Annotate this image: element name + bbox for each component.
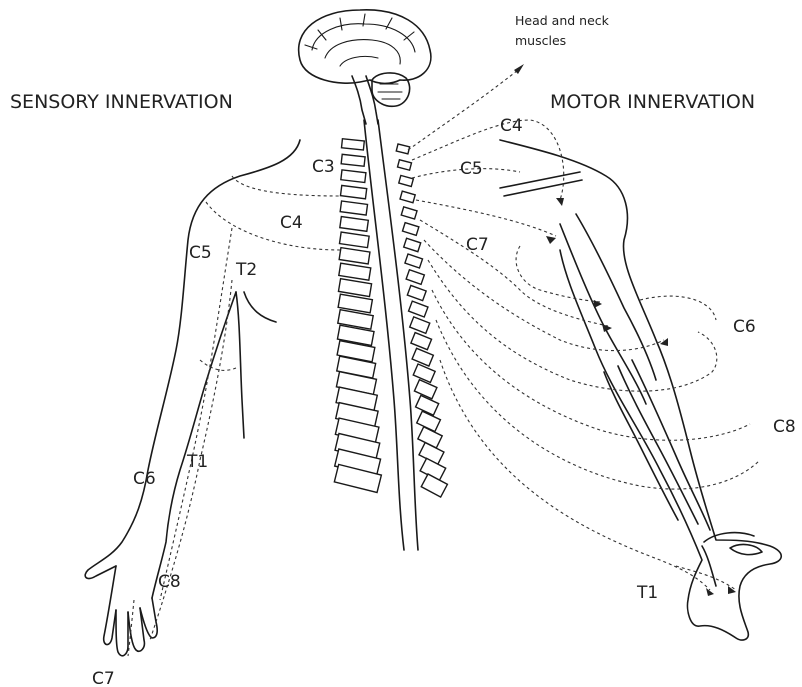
spinous-process <box>405 254 423 268</box>
motor-arrowheads <box>514 64 736 596</box>
sensory-c4-label: C4 <box>280 213 303 233</box>
spinal-column <box>334 120 447 550</box>
spinous-process <box>409 301 428 317</box>
vertebral-body <box>341 139 364 150</box>
motor-c4-label: C4 <box>500 116 523 136</box>
spinous-process <box>401 207 417 219</box>
sensory-c7-label: C7 <box>92 669 115 687</box>
sensory-c8-label: C8 <box>158 572 181 592</box>
sensory-c3-label: C3 <box>312 157 335 177</box>
spinous-process <box>411 333 432 350</box>
vertebrae <box>334 139 447 497</box>
vertebral-body <box>341 154 365 166</box>
motor-t1-label: T1 <box>636 583 658 603</box>
vertebral-body <box>338 279 371 297</box>
spinous-process <box>400 191 415 203</box>
spinous-process <box>402 223 418 236</box>
spinous-process <box>414 380 437 399</box>
sensory-t2-label: T2 <box>235 260 257 280</box>
head-neck-label-line2: muscles <box>515 33 566 48</box>
motor-arm <box>408 64 781 640</box>
labels: SENSORY INNERVATION MOTOR INNERVATION He… <box>10 13 796 687</box>
sensory-t1-label: T1 <box>186 452 208 472</box>
vertebral-body <box>340 201 367 215</box>
spinous-process <box>412 348 433 366</box>
motor-heading: MOTOR INNERVATION <box>550 91 755 113</box>
vertebral-body <box>340 185 366 198</box>
spinous-process <box>396 144 409 154</box>
spinous-process <box>410 317 430 333</box>
motor-c8-label: C8 <box>773 417 796 437</box>
spinous-process <box>421 474 447 497</box>
brain <box>299 10 431 124</box>
spinous-process <box>406 270 424 285</box>
sensory-heading: SENSORY INNERVATION <box>10 91 233 113</box>
spinous-process <box>407 285 426 300</box>
motor-c6-label: C6 <box>733 317 756 337</box>
vertebral-body <box>339 248 370 264</box>
sensory-c5-label: C5 <box>189 243 212 263</box>
head-neck-label-line1: Head and neck <box>515 13 610 28</box>
spinous-process <box>404 238 421 251</box>
motor-c5-label: C5 <box>460 159 483 179</box>
vertebral-body <box>341 170 366 183</box>
motor-c7-label: C7 <box>466 235 489 255</box>
vertebral-body <box>339 232 369 248</box>
vertebral-body <box>340 217 369 232</box>
spinous-process <box>413 364 435 382</box>
spinous-process <box>399 175 414 186</box>
sensory-c6-label: C6 <box>133 469 156 489</box>
spinous-process <box>416 395 439 415</box>
vertebral-body <box>339 263 371 280</box>
spinous-process <box>398 160 412 170</box>
